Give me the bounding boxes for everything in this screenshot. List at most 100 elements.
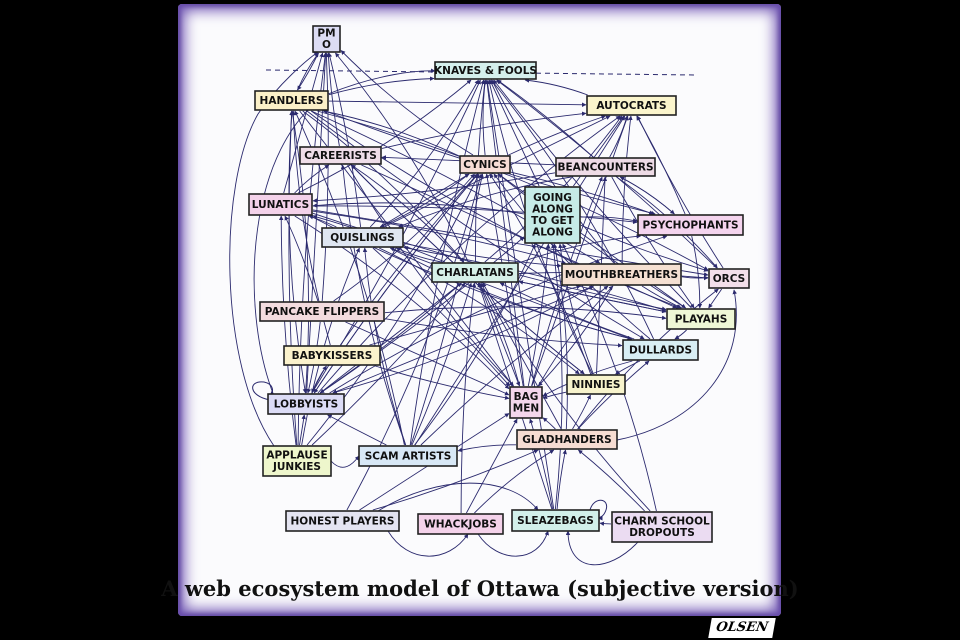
node-label-charlatans: CHARLATANS xyxy=(436,267,514,279)
node-label-whackjobs: WHACKJOBS xyxy=(424,518,497,530)
edge-charlatans-to-pmo xyxy=(335,52,469,263)
node-box-charlatans xyxy=(431,262,519,283)
self-loop-sleazebags xyxy=(589,499,608,521)
node-box-pancake xyxy=(259,301,385,322)
node-box-pmo xyxy=(312,25,341,53)
node-knaves: KNAVES & FOOLS xyxy=(434,61,537,80)
node-label-lunatics: LUNATICS xyxy=(252,199,309,211)
node-label-babykissers: BABYKISSERS xyxy=(292,350,373,362)
edge-scam-to-mouthbreathers xyxy=(420,285,609,446)
node-box-sleazebags xyxy=(511,509,600,532)
edge-scam-to-cynics xyxy=(410,173,484,446)
node-beancounters: BEANCOUNTERS xyxy=(555,157,656,177)
edge-ninnies-to-cynics xyxy=(489,173,592,375)
node-label-applause: APPLAUSE xyxy=(266,450,327,462)
node-cynics: CYNICS xyxy=(459,155,511,174)
edge-beancounters-to-autocrats xyxy=(609,115,629,158)
outer-curve-whackjobs-sleazebags xyxy=(477,530,549,557)
edge-charlatans-to-quislings xyxy=(395,247,442,263)
edge-babykissers-to-mouthbreathers xyxy=(369,284,581,346)
edge-scam-to-knaves xyxy=(409,79,485,446)
edge-charlatans-to-bagmen xyxy=(478,282,521,387)
outer-curve-applause-scam xyxy=(330,455,360,468)
edge-applause-to-charlatans xyxy=(311,282,466,446)
edge-mouthbreathers-to-playahs xyxy=(641,285,682,309)
edge-lunatics-to-pmo xyxy=(283,52,324,194)
node-box-lobbyists xyxy=(267,393,345,415)
outer-curve-lobbyists-knaves xyxy=(253,68,436,397)
node-label-mouthbreathers: MOUTHBREATHERS xyxy=(565,269,678,281)
edge-orcs-to-playahs xyxy=(708,288,723,309)
edge-careerists-to-playahs xyxy=(361,164,678,309)
edge-playahs-to-cynics xyxy=(497,173,686,309)
node-label-bagmen: MEN xyxy=(513,403,539,415)
node-handlers: HANDLERS xyxy=(254,90,329,111)
edge-bagmen-to-mouthbreathers xyxy=(537,285,614,387)
node-box-whackjobs xyxy=(417,513,504,535)
edge-gladhanders-to-charlatans xyxy=(480,282,562,430)
edge-mouthbreathers-to-autocrats xyxy=(621,115,633,264)
node-box-going xyxy=(524,186,581,244)
edge-lunatics-to-knaves xyxy=(297,79,472,194)
edge-beancounters-to-psychophants xyxy=(619,176,675,215)
edge-pancake-to-playahs xyxy=(384,306,667,320)
edge-applause-to-lobbyists xyxy=(299,414,306,446)
edge-sleazebags-to-going xyxy=(551,243,563,510)
node-label-quislings: QUISLINGS xyxy=(330,232,395,244)
edge-mouthbreathers-to-orcs xyxy=(681,275,709,281)
edge-playahs-to-charlatans xyxy=(518,280,667,313)
node-label-honest: HONEST PLAYERS xyxy=(291,515,395,527)
node-label-pmo: O xyxy=(322,39,331,51)
node-label-handlers: HANDLERS xyxy=(260,95,324,107)
edge-dullards-to-charlatans xyxy=(499,282,635,340)
self-loop-lobbyists xyxy=(252,381,275,401)
edge-handlers-to-knaves xyxy=(328,76,435,96)
node-label-going: ALONG xyxy=(532,227,573,239)
node-label-gladhanders: GLADHANDERS xyxy=(522,434,611,446)
edge-beancounters-to-quislings xyxy=(398,176,572,228)
edge-going-to-psychophants xyxy=(580,216,638,223)
node-box-mouthbreathers xyxy=(561,263,682,286)
edge-quislings-to-ninnies xyxy=(379,247,580,375)
node-box-charm xyxy=(611,511,713,543)
edge-beancounters-to-lunatics xyxy=(312,172,556,203)
node-label-scam: SCAM ARTISTS xyxy=(365,450,452,462)
node-box-beancounters xyxy=(555,157,656,177)
node-pmo: PMO xyxy=(312,25,341,53)
edge-sleazebags-to-bagmen xyxy=(529,418,554,510)
node-charlatans: CHARLATANS xyxy=(431,262,519,283)
edge-sleazebags-to-knaves xyxy=(485,79,555,510)
node-box-playahs xyxy=(666,308,736,330)
edge-dullards-to-ninnies xyxy=(615,360,641,375)
edge-whackjobs-to-gladhanders xyxy=(474,449,555,514)
edge-scam-to-going xyxy=(414,243,536,446)
node-box-orcs xyxy=(708,268,750,289)
edge-lunatics-to-mouthbreathers xyxy=(312,210,566,265)
edge-autocrats-to-knaves xyxy=(524,78,588,96)
node-playahs: PLAYAHS xyxy=(666,308,736,330)
node-babykissers: BABYKISSERS xyxy=(283,345,381,366)
node-box-honest xyxy=(285,510,400,532)
edge-charm-to-charlatans xyxy=(482,282,651,512)
edge-babykissers-to-cynics xyxy=(340,173,478,346)
edge-dullards-to-cynics xyxy=(493,173,651,340)
edge-pancake-to-lunatics xyxy=(284,215,319,302)
edge-handlers-to-autocrats xyxy=(328,100,587,107)
edge-lobbyists-to-babykissers xyxy=(311,365,327,394)
edge-careerists-to-pmo xyxy=(326,52,340,147)
node-label-charm: DROPOUTS xyxy=(629,527,695,539)
node-box-scam xyxy=(358,445,458,467)
node-label-beancounters: BEANCOUNTERS xyxy=(557,161,653,173)
node-label-going: TO GET xyxy=(531,215,575,227)
node-box-psychophants xyxy=(637,214,744,236)
edge-whackjobs-to-bagmen xyxy=(466,418,518,514)
edge-psychophants-to-playahs xyxy=(691,235,703,309)
node-box-bagmen xyxy=(509,386,543,419)
node-label-psychophants: PSYCHOPHANTS xyxy=(642,219,738,231)
node-lobbyists: LOBBYISTS xyxy=(267,393,345,415)
edge-honest-to-gladhanders xyxy=(372,449,539,511)
edge-pancake-to-cynics xyxy=(333,173,475,302)
edge-orcs-to-autocrats xyxy=(636,115,724,269)
edge-beancounters-to-playahs xyxy=(611,176,695,309)
node-label-dullards: DULLARDS xyxy=(629,344,692,356)
